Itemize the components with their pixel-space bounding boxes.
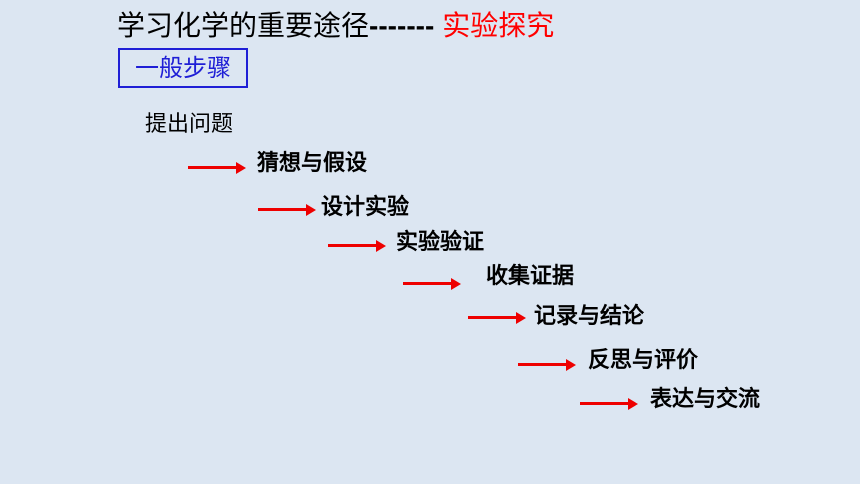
title-highlight: 实验探究 xyxy=(442,9,555,42)
arrow-right-icon xyxy=(403,278,461,290)
step-2: 猜想与假设 xyxy=(257,151,368,176)
step-7: 反思与评价 xyxy=(588,348,699,373)
step-6: 记录与结论 xyxy=(534,304,645,329)
arrow-right-icon xyxy=(580,398,638,410)
arrow-right-icon xyxy=(328,240,386,252)
arrow-right-icon xyxy=(518,359,576,371)
arrow-right-icon xyxy=(258,204,316,216)
arrow-right-icon xyxy=(468,312,526,324)
title-main: 学习化学的重要途径 xyxy=(117,9,370,42)
general-steps-box: 一般步骤 xyxy=(118,48,248,88)
step-3: 设计实验 xyxy=(321,195,410,220)
page-title: 学习化学的重要途径-------实验探究 xyxy=(117,8,554,44)
step-8: 表达与交流 xyxy=(650,387,761,412)
arrow-right-icon xyxy=(188,162,246,174)
step-5: 收集证据 xyxy=(486,264,575,289)
step-4: 实验验证 xyxy=(396,230,485,255)
step-1: 提出问题 xyxy=(145,112,234,137)
title-dashes: ------- xyxy=(369,10,435,41)
